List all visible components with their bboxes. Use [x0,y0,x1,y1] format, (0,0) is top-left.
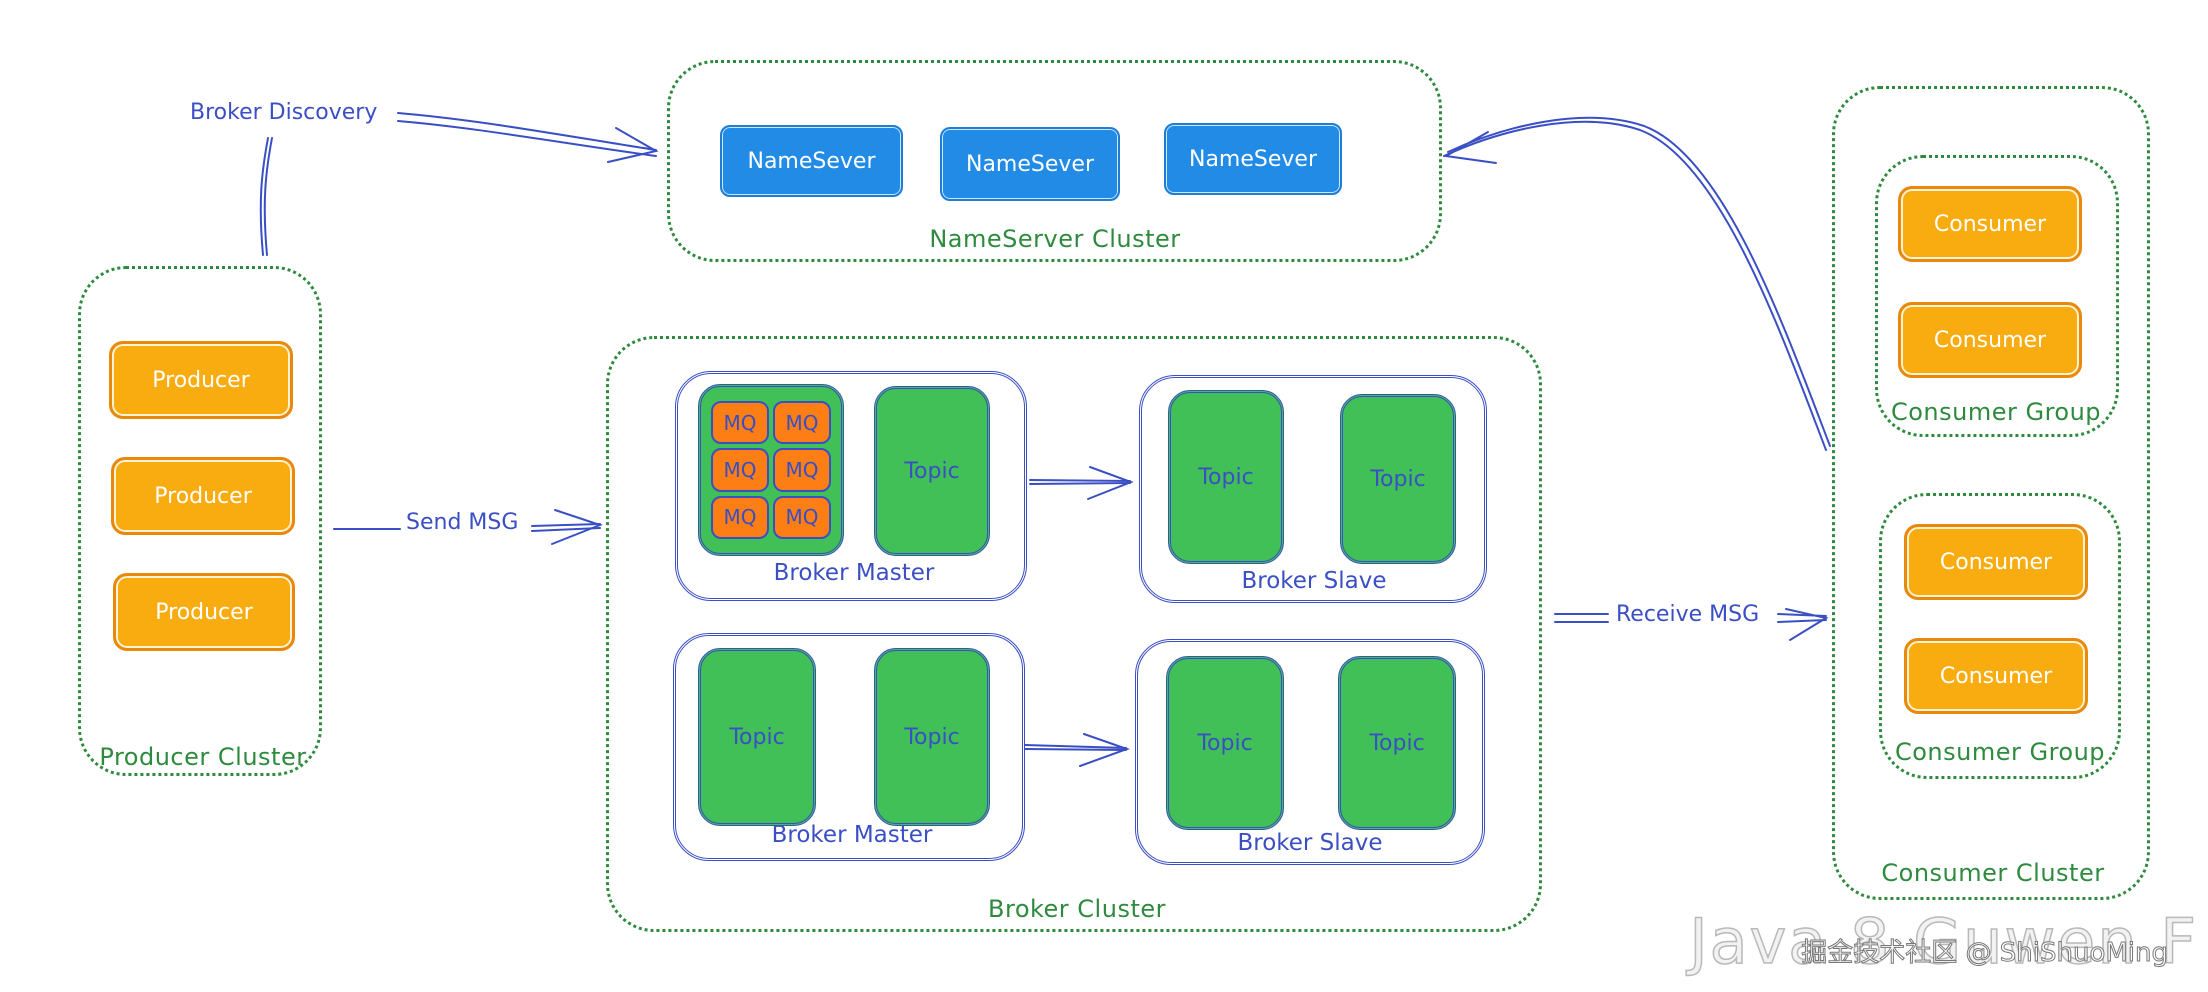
consumer-group-label: Consumer Group [1894,738,2106,766]
broker-cluster-label: Broker Cluster [988,895,1166,923]
broker-master[interactable]: MQ MQ MQ MQ MQ MQ Topic Broker Master [675,371,1027,601]
watermark-background: Java 8 Guwen F [1689,904,2198,979]
receive-msg-line [1554,613,1609,623]
broker-discovery-label: Broker Discovery [186,100,382,125]
broker-master[interactable]: Topic Topic Broker Master [673,633,1025,861]
consumer-heartbeat-arrow [1443,120,1827,451]
consumer-cluster-label: Consumer Cluster [1881,859,2105,887]
consumer-node[interactable]: Consumer [1904,524,2088,600]
producer-cluster: Producer Producer Producer Producer Clus… [78,266,322,776]
broker-discovery-arrow [397,112,657,151]
send-msg-label: Send MSG [402,510,523,535]
watermark-credit: 掘金技术社区 @ ShiShuoMing [1801,938,2169,969]
topic[interactable]: Topic [874,648,990,826]
broker-master-label: Broker Master [773,560,935,586]
topic[interactable]: Topic [874,386,990,556]
message-queue[interactable]: MQ [711,495,769,539]
consumer-group-label: Consumer Group [1890,398,2102,426]
topic[interactable]: Topic [1340,394,1456,564]
broker-master-label: Broker Master [771,822,933,848]
consumer-node[interactable]: Consumer [1898,186,2082,262]
message-queue[interactable]: MQ [711,401,769,445]
topic-with-queues[interactable]: MQ MQ MQ MQ MQ MQ [698,384,844,556]
consumer-node[interactable]: Consumer [1898,302,2082,378]
broker-slave-label: Broker Slave [1241,568,1387,594]
message-queue[interactable]: MQ [773,401,831,445]
producer-cluster-label: Producer Cluster [99,743,307,771]
nameserver-node[interactable]: NameSever [720,125,903,197]
receive-msg-label: Receive MSG [1612,602,1764,627]
producer-node[interactable]: Producer [113,573,295,651]
topic[interactable]: Topic [1166,656,1284,830]
consumer-node[interactable]: Consumer [1904,638,2088,714]
replication-arrow-1 [1029,479,1131,485]
message-queue[interactable]: MQ [773,448,831,492]
message-queue[interactable]: MQ [711,448,769,492]
message-queue[interactable]: MQ [773,495,831,539]
broker-slave-label: Broker Slave [1237,830,1383,856]
broker-cluster: MQ MQ MQ MQ MQ MQ Topic Broker Master To… [606,336,1542,932]
producer-node[interactable]: Producer [111,457,295,535]
topic[interactable]: Topic [1168,390,1284,564]
consumer-group: Consumer Consumer Consumer Group [1875,155,2119,437]
receive-msg-arrow [1777,613,1827,623]
nameserver-cluster: NameSever NameSever NameSever NameServer… [667,60,1442,262]
nameserver-cluster-label: NameServer Cluster [929,225,1181,253]
topic[interactable]: Topic [698,648,816,826]
broker-slave[interactable]: Topic Topic Broker Slave [1139,375,1487,603]
producer-node[interactable]: Producer [109,341,293,419]
broker-discovery-line [259,137,269,256]
nameserver-node[interactable]: NameSever [1164,123,1342,195]
nameserver-node[interactable]: NameSever [940,127,1120,201]
consumer-cluster: Consumer Consumer Consumer Group Consume… [1832,86,2150,900]
replication-arrow-2 [1024,744,1127,751]
broker-slave[interactable]: Topic Topic Broker Slave [1135,639,1485,865]
consumer-group: Consumer Consumer Consumer Group [1879,493,2121,779]
topic[interactable]: Topic [1338,656,1456,830]
